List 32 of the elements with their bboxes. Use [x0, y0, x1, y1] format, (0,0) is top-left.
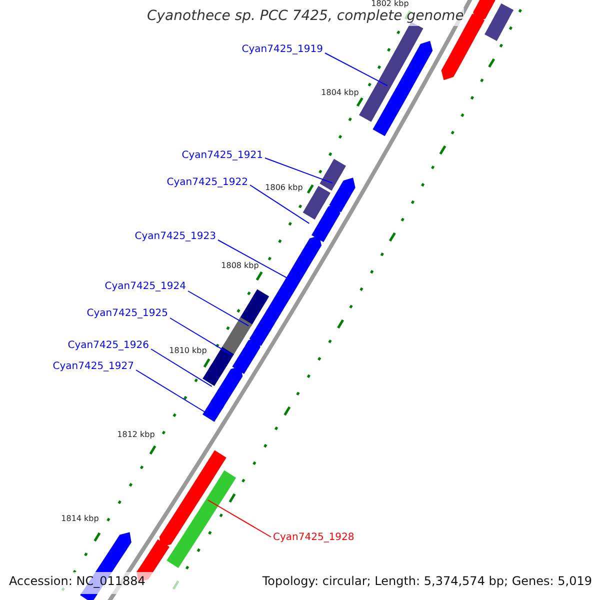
position-label: 1812 kbp: [117, 431, 155, 439]
leader-line: [264, 158, 334, 184]
position-label: 1814 kbp: [61, 515, 99, 523]
gene-label: Cyan7425_1925: [86, 309, 168, 319]
accession-text: Accession: NC_011884: [9, 575, 146, 587]
gene-label: Cyan7425_1922: [166, 178, 248, 188]
position-label: 1808 kbp: [221, 262, 259, 270]
gene-bar: [320, 158, 346, 191]
gene-label: Cyan7425_1927: [52, 362, 134, 372]
genome-info-text: Topology: circular; Length: 5,374,574 bp; Genes: 5,019: [262, 575, 592, 587]
gene-label: Cyan7425_1928: [273, 533, 354, 543]
gene-label: Cyan7425_1923: [134, 232, 216, 242]
leader-line: [207, 500, 272, 538]
gene-label: Cyan7425_1926: [68, 341, 149, 351]
leader-line: [324, 52, 388, 86]
position-label: 1810 kbp: [169, 347, 207, 355]
gene-bar: [266, 235, 322, 318]
gene-label: Cyan7425_1924: [104, 282, 186, 292]
gene-bar: [222, 317, 252, 356]
leader-line: [170, 318, 232, 356]
leader-line: [188, 290, 250, 326]
title: Cyanothece sp. PCC 7425, complete genome: [147, 8, 464, 26]
gene-label: Cyan7425_1919: [242, 45, 323, 55]
gene-bar: [239, 289, 270, 326]
position-label: 1802 kbp: [371, 0, 409, 8]
gene-bar: [202, 396, 224, 422]
gene-bar: [166, 470, 236, 568]
position-label: 1806 kbp: [265, 184, 303, 192]
leader-line: [250, 184, 310, 224]
leader-line: [150, 348, 212, 387]
gene-label: Cyan7425_1921: [182, 151, 263, 161]
gene-bar: [302, 186, 330, 220]
